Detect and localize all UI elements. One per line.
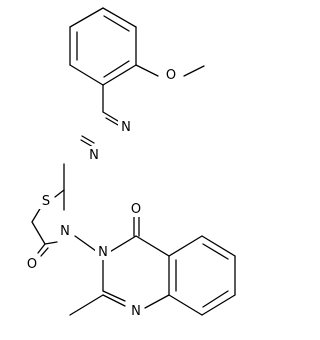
bond <box>202 243 229 260</box>
bond <box>102 64 137 86</box>
atom-n-quinazolinone-1: N <box>131 304 141 319</box>
label-mask <box>86 146 102 163</box>
bond <box>37 243 46 254</box>
bond <box>102 290 126 302</box>
label-mask <box>128 200 144 217</box>
atom-o-quinazolinone: O <box>131 202 141 217</box>
bond-lines <box>31 7 236 316</box>
bond <box>183 65 205 77</box>
label-mask <box>95 243 111 260</box>
bond <box>69 64 104 86</box>
bond <box>31 221 46 245</box>
bond <box>102 294 126 307</box>
bond <box>54 189 65 198</box>
label-mask <box>39 192 53 209</box>
atom-n-imine: N <box>121 120 131 135</box>
bond <box>202 290 229 308</box>
bond <box>81 135 95 144</box>
bond <box>135 235 170 257</box>
bond <box>168 235 203 257</box>
bond <box>103 15 130 32</box>
bond <box>201 235 236 257</box>
bond <box>44 241 58 245</box>
bond <box>135 64 159 77</box>
bond <box>168 294 203 316</box>
atom-n-azine: N <box>89 148 99 163</box>
label-mask <box>24 255 40 272</box>
atom-s-ring: S <box>42 194 50 209</box>
bond <box>69 294 104 316</box>
chemical-structure: O N N S N O N O N <box>24 7 236 319</box>
bond <box>80 139 94 148</box>
bond <box>40 247 49 257</box>
bond <box>103 60 130 78</box>
atom-o-methoxy: O <box>166 68 176 83</box>
atom-labels: O N N S N O N O N <box>24 66 180 319</box>
bond <box>144 294 170 309</box>
bond <box>102 7 137 28</box>
atom-n-thiazolidinone: N <box>60 224 70 239</box>
atom-n-quinazolinone-3: N <box>98 245 108 260</box>
atom-o-thiazolidinone: O <box>27 257 37 272</box>
bond <box>105 117 119 126</box>
bond <box>102 111 119 122</box>
label-mask <box>118 118 134 135</box>
bond <box>201 294 236 316</box>
label-mask <box>128 302 144 319</box>
bond <box>31 206 42 223</box>
label-mask <box>57 222 73 239</box>
label-mask <box>162 66 180 83</box>
bond <box>69 7 104 28</box>
